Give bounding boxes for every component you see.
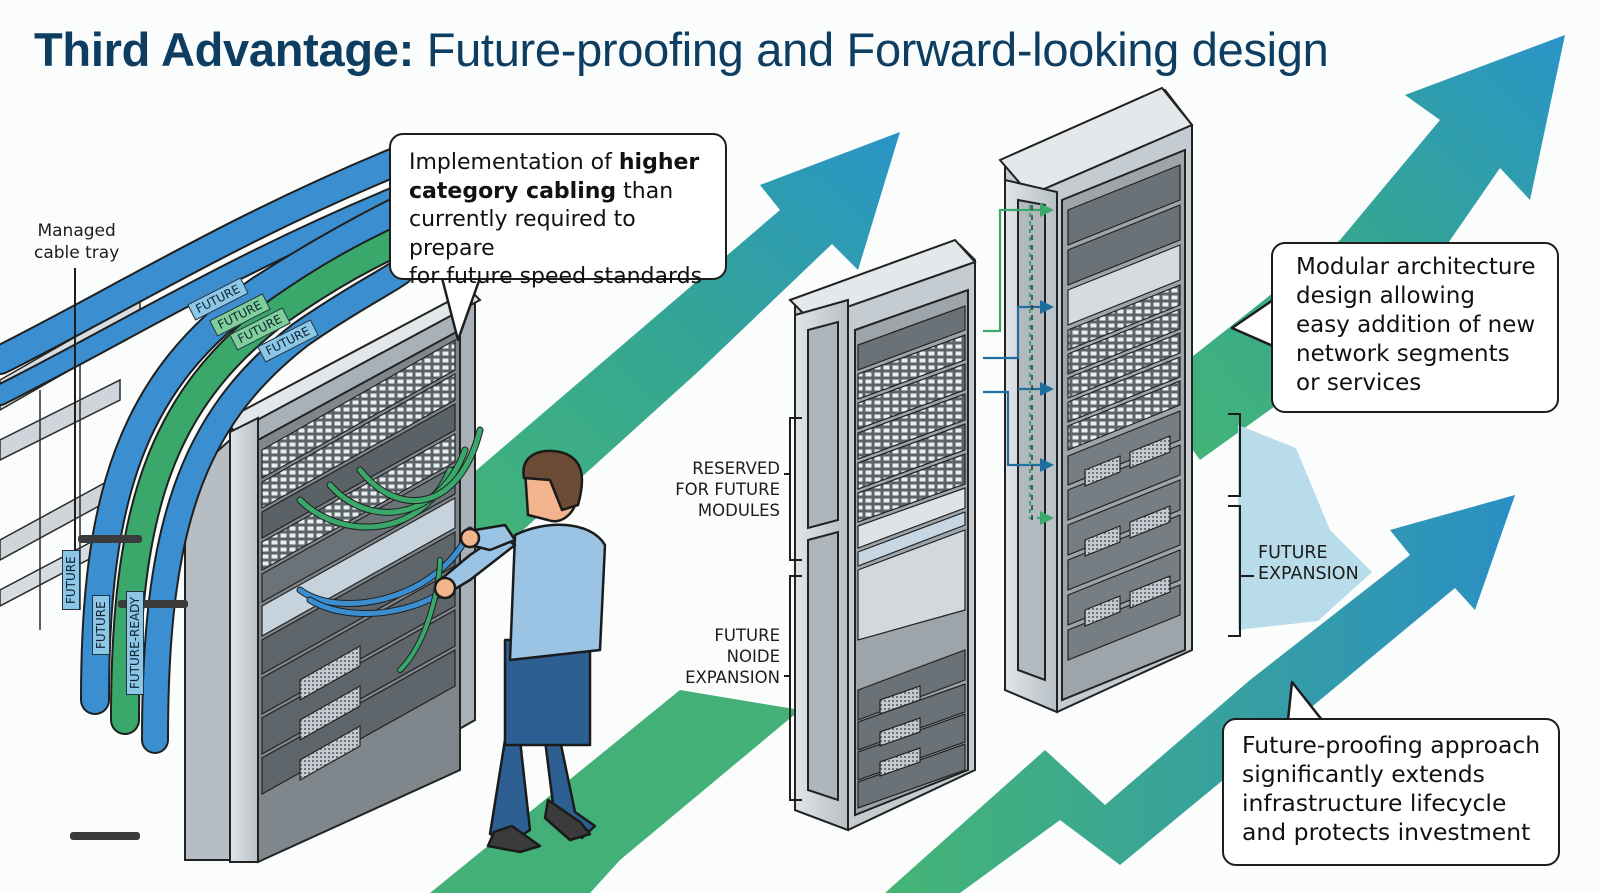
- connection-arrowheads: [1040, 203, 1054, 525]
- label-line: MODULES: [697, 501, 780, 520]
- callout-line: network segments: [1296, 341, 1510, 367]
- connection-arrows: [983, 205, 1040, 520]
- label-cable-tray: Managed cable tray: [34, 220, 119, 264]
- callout-line: easy addition of new: [1296, 312, 1536, 338]
- label-node-expansion: FUTURE NOIDE EXPANSION: [660, 625, 780, 688]
- callout-line: design allowing: [1296, 283, 1475, 309]
- callout-modular: Modular architecture design allowing eas…: [1271, 242, 1559, 413]
- middle-rack-units: [857, 305, 966, 809]
- label-line: FUTURE: [1258, 543, 1328, 563]
- technician: [433, 449, 607, 854]
- label-line: FOR FUTURE: [675, 480, 780, 499]
- title-rest: Future-proofing and Forward-looking desi…: [426, 23, 1329, 76]
- callout-text: Implementation of: [409, 150, 619, 175]
- cable-tag: FUTURE: [92, 595, 110, 655]
- label-line: EXPANSION: [685, 668, 780, 687]
- label-line: EXPANSION: [1258, 564, 1359, 584]
- growth-arrow-bottom: [885, 495, 1515, 893]
- callout-cabling: Implementation of higher category cablin…: [389, 133, 727, 289]
- label-reserved-modules: RESERVED FOR FUTURE MODULES: [660, 458, 780, 521]
- expansion-wedge: [1238, 425, 1372, 630]
- callout-line: and protects investment: [1242, 818, 1531, 846]
- callout-text: currently required to prepare: [409, 207, 636, 261]
- callout-line: significantly extends: [1242, 760, 1485, 788]
- callout-text: than: [616, 178, 674, 204]
- callout-emphasis: category cabling: [409, 178, 617, 204]
- callout-lifecycle: Future-proofing approach significantly e…: [1222, 718, 1560, 866]
- label-line: NOIDE: [726, 647, 780, 666]
- callout-line: or services: [1296, 370, 1422, 396]
- label-line: RESERVED: [692, 459, 780, 478]
- cable-tag: FUTURE-READY: [126, 590, 144, 695]
- brackets: [74, 268, 1254, 801]
- callout-line: Future-proofing approach: [1242, 731, 1541, 759]
- label-line: cable tray: [34, 243, 120, 263]
- page-title: Third Advantage: Future-proofing and For…: [34, 22, 1329, 77]
- label-line: FUTURE: [714, 626, 780, 645]
- callout-line: Modular architecture: [1296, 254, 1536, 280]
- floor-arrow: [430, 690, 800, 893]
- right-rack-units: [1067, 164, 1181, 661]
- callout-text: for future speed standards: [409, 264, 703, 289]
- cable-tag: FUTURE: [62, 550, 80, 610]
- label-future-expansion: FUTURE EXPANSION: [1258, 543, 1359, 585]
- label-line: Managed: [37, 221, 116, 241]
- title-bold: Third Advantage:: [34, 23, 414, 76]
- callout-emphasis: higher: [618, 150, 700, 175]
- callout-line: infrastructure lifecycle: [1242, 789, 1507, 817]
